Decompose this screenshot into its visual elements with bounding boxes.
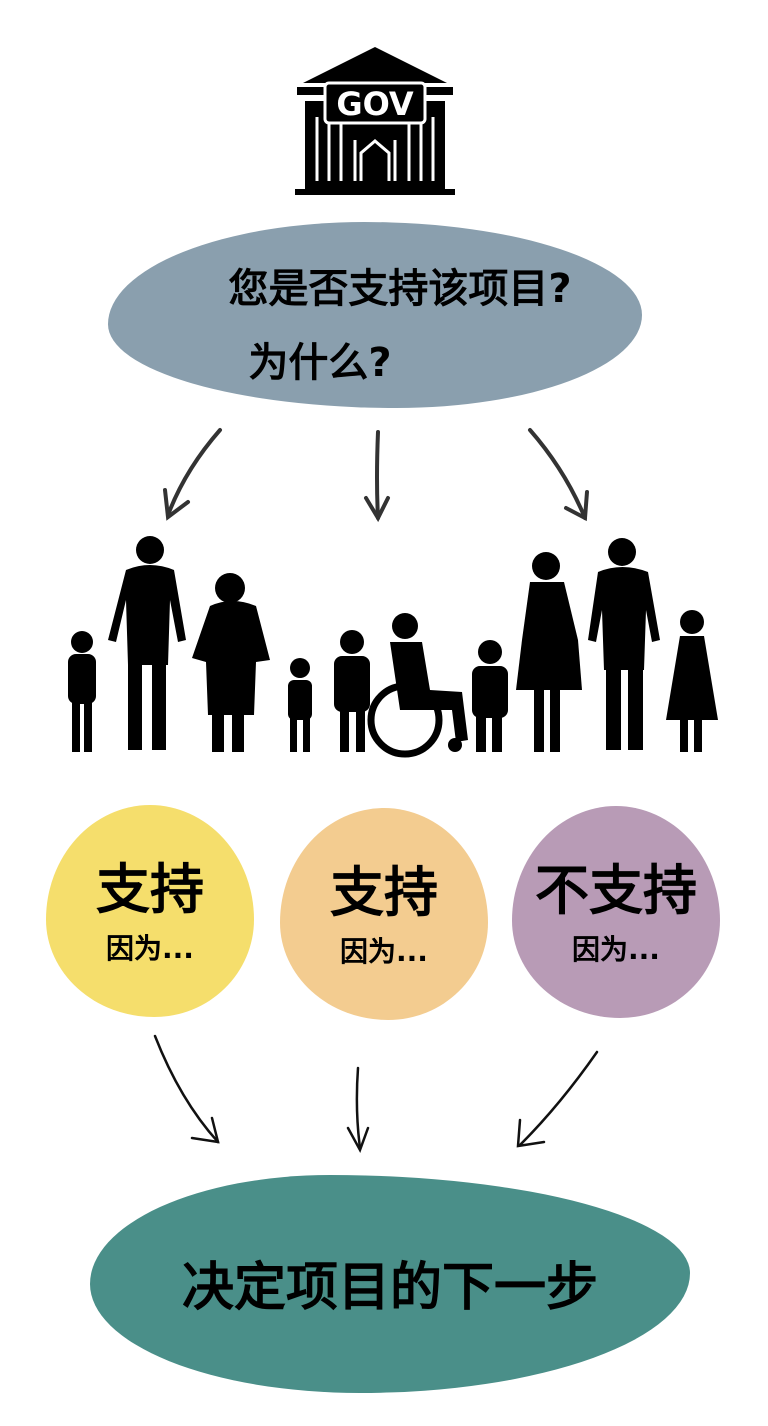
result-label: 决定项目的下一步 xyxy=(181,1258,598,1318)
wheelchair-user-silhouette xyxy=(367,613,468,758)
girl-silhouette xyxy=(666,610,718,752)
community-people-silhouettes xyxy=(68,536,718,758)
bottom-arrows xyxy=(153,1034,599,1154)
option-reason: 因为... xyxy=(340,935,428,968)
man-silhouette-1 xyxy=(108,536,186,750)
option-title: 支持 xyxy=(330,861,438,924)
option-support-2: 支持 因为... xyxy=(280,808,488,1020)
question-line-1: 您是否支持该项目? xyxy=(228,266,572,312)
arrow-right xyxy=(528,428,587,520)
option-title: 不支持 xyxy=(535,859,697,922)
woman-silhouette-2 xyxy=(516,552,582,752)
result-bubble xyxy=(90,1175,690,1393)
arrow-left xyxy=(166,428,222,517)
child-silhouette-3 xyxy=(334,630,370,752)
arrow-middle xyxy=(375,430,380,520)
option-title: 支持 xyxy=(96,858,204,921)
man-silhouette-2 xyxy=(588,538,660,750)
question-bubble xyxy=(108,222,642,408)
government-building-icon: GOV xyxy=(295,47,455,195)
question-line-2: 为什么? xyxy=(248,340,392,386)
child-silhouette-2 xyxy=(288,658,312,752)
child-silhouette-4 xyxy=(472,640,508,752)
option-reason: 因为... xyxy=(106,932,194,965)
woman-silhouette-1 xyxy=(192,573,270,752)
option-support-1: 支持 因为... xyxy=(46,805,254,1017)
option-reason: 因为... xyxy=(572,933,660,966)
child-silhouette-1 xyxy=(68,631,96,752)
option-oppose: 不支持 因为... xyxy=(512,806,720,1018)
gov-label: GOV xyxy=(336,85,414,123)
top-arrows xyxy=(163,428,589,523)
